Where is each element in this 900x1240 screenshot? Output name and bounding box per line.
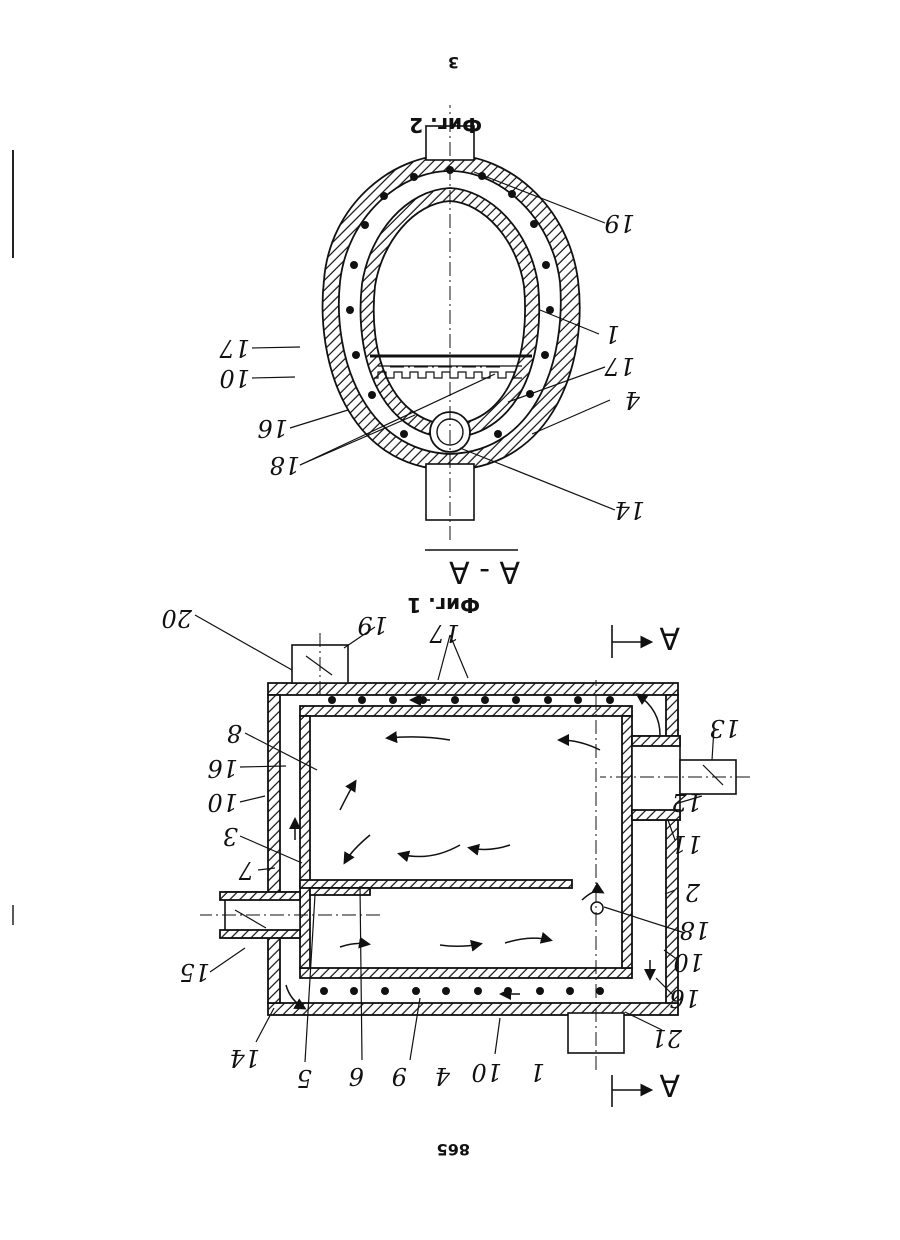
fig1-label-18: 18 [679,916,710,944]
outer-jacket-bottom-wall [268,683,678,695]
fig1-label-7: 7 [238,856,254,884]
fig1-label-15: 15 [179,958,210,986]
fig1-label-4: 4 [435,1062,451,1090]
fig2-label-10: 10 [219,364,250,392]
outlet-pipe-wall-top [220,892,300,900]
fig1-label-20: 20 [161,604,193,632]
fig1-label-9: 9 [392,1062,407,1090]
fig1-label-14: 14 [229,1044,260,1072]
fig1-label-1: 1 [530,1058,545,1086]
inlet-flange-wall-top [632,736,680,746]
inner-body-right-wall [300,716,310,968]
fig1-label-21: 21 [651,1024,683,1052]
fig1-label-10a: 10 [207,788,238,816]
fig1-label-5: 5 [297,1064,312,1092]
fig1-label-8: 8 [227,719,242,747]
fig1-label-12: 12 [671,788,702,816]
fig1-label-11: 11 [671,830,702,858]
fig2-label-16: 16 [257,414,288,442]
partition-wall [300,880,572,888]
fig2-caption: Фиг. 2 [409,113,482,137]
fig1-label-10c: 10 [673,948,704,976]
partition-flange [310,888,370,895]
fig1-label-10b: 10 [471,1058,502,1086]
fig1-label-2: 2 [685,878,701,906]
fig1-label-16: 16 [207,754,238,782]
fig1-label-6: 6 [349,1062,364,1090]
page-number-top: 3 [448,53,459,72]
flow-arrows [286,695,660,1008]
fig2-label-19: 19 [604,209,635,237]
fig2-label-14: 14 [614,496,645,524]
figure-2-cross-section [252,105,615,540]
fig2-label-17a: 17 [604,352,635,380]
fig1-label-19: 19 [357,611,388,639]
section-title: А - А [449,554,520,589]
inner-body-left-wall [622,716,632,968]
inner-body-bottom-wall [300,706,632,716]
outlet-pipe-wall-bottom [220,930,300,938]
inner-body-top-wall [300,968,632,978]
fig2-label-17b: 17 [219,334,250,362]
fig2-label-4: 4 [625,386,641,414]
perforated-plate [374,372,522,378]
fig1-label-3: 3 [223,822,238,850]
fig2-label-1: 1 [605,320,620,348]
fig1-label-13: 13 [709,714,740,742]
section-mark-top: А [659,620,680,655]
fig1-label-16b: 16 [669,984,700,1012]
fig2-label-18: 18 [269,451,300,479]
page-number-bottom: 865 [437,1140,470,1159]
section-mark-bottom: А [659,1067,680,1102]
fig1-caption: Фиг. 1 [407,593,480,617]
sensor-circle [591,902,603,914]
fig1-label-17: 17 [429,619,460,647]
